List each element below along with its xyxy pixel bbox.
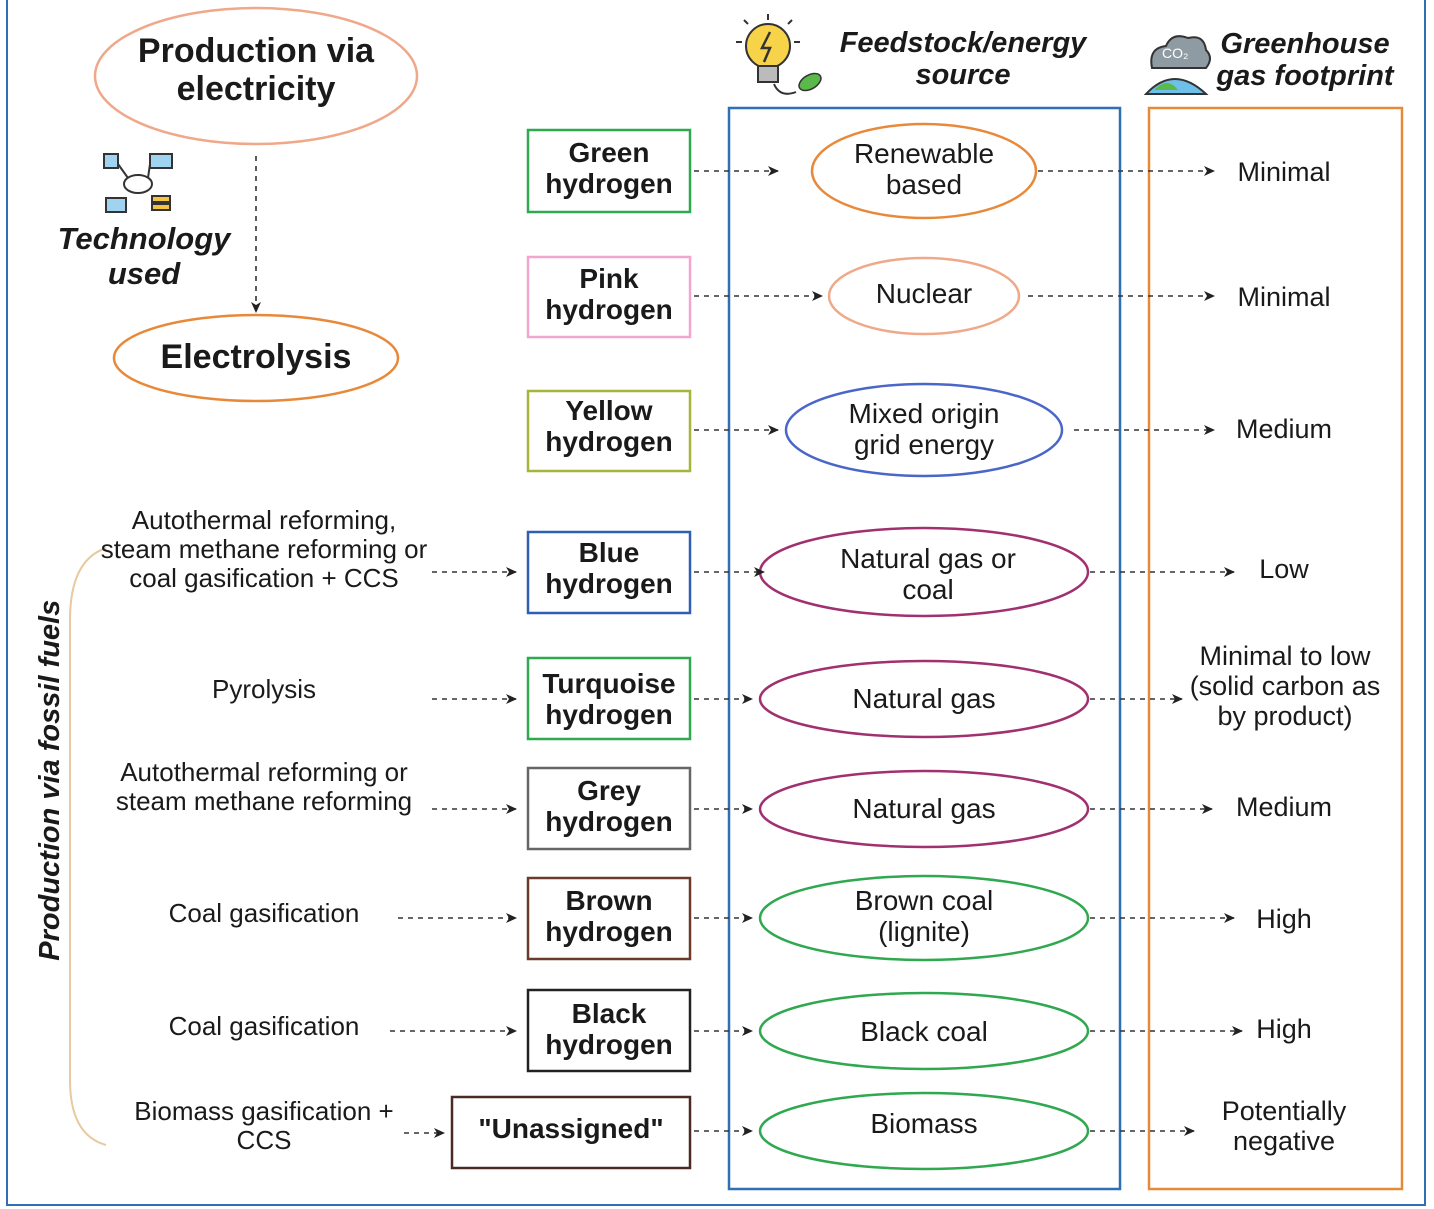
process-label-grey: Autothermal reforming or steam methane r… xyxy=(115,757,413,817)
source-label-nuclear: Nuclear xyxy=(875,278,973,309)
footprint-label-pink: Minimal xyxy=(1237,282,1331,312)
fossil-bracket xyxy=(69,547,107,1146)
footprint-label-unassigned: Potentially negative xyxy=(1221,1096,1347,1157)
electricity-title: Production via electricity xyxy=(137,32,375,109)
hydrogen-label-unassigned: "Unassigned" xyxy=(478,1113,664,1144)
svg-text:CO₂: CO₂ xyxy=(1162,45,1188,61)
source-ellipse-renewable xyxy=(810,122,1038,220)
technology-label: Technology used xyxy=(57,221,231,291)
hydrogen-box-pink xyxy=(526,255,692,339)
electricity-oval xyxy=(93,6,419,146)
footprint-label-turquoise: Minimal to low (solid carbon as by produ… xyxy=(1189,641,1381,732)
ghg-panel xyxy=(1147,106,1404,1191)
hydrogen-label-brown: Brown hydrogen xyxy=(545,885,673,948)
source-ellipse-black-coal xyxy=(758,991,1090,1071)
process-label-black: Coal gasification xyxy=(168,1011,360,1041)
footprint-label-blue: Low xyxy=(1259,554,1309,584)
hydrogen-box-yellow xyxy=(526,389,692,473)
hydrogen-label-turquoise: Turquoise hydrogen xyxy=(542,668,676,731)
source-label-natgas-coal: Natural gas or coal xyxy=(840,543,1016,606)
hydrogen-box-blue xyxy=(526,530,692,615)
source-ellipse-grid xyxy=(784,382,1064,478)
footprint-label-green: Minimal xyxy=(1237,157,1331,187)
process-label-blue: Autothermal reforming, steam methane ref… xyxy=(100,505,428,594)
footprint-label-grey: Medium xyxy=(1235,792,1333,822)
source-ellipse-biomass xyxy=(758,1091,1090,1171)
source-ellipse-natgas-2 xyxy=(758,769,1090,849)
source-label-biomass: Biomass xyxy=(870,1108,978,1139)
hydrogen-label-yellow: Yellow hydrogen xyxy=(545,395,673,458)
process-label-unassigned: Biomass gasification + CCS xyxy=(134,1096,394,1156)
source-label-brown-coal: Brown coal (lignite) xyxy=(854,885,994,948)
hydrogen-label-pink: Pink hydrogen xyxy=(545,263,673,326)
source-ellipse-nuclear xyxy=(827,256,1021,336)
lightbulb-icon xyxy=(736,14,822,95)
source-ellipse-natgas-1 xyxy=(758,659,1090,739)
source-label-natgas-1: Natural gas xyxy=(852,683,996,714)
hydrogen-label-grey: Grey hydrogen xyxy=(545,775,673,838)
hydrogen-box-green xyxy=(526,128,692,214)
co2-earth-icon: CO₂ xyxy=(1143,35,1211,95)
hydrogen-box-turquoise xyxy=(526,656,692,741)
diagram-frame xyxy=(6,0,1426,1206)
hydrogen-label-black: Black hydrogen xyxy=(545,998,673,1061)
footprint-label-brown: High xyxy=(1256,904,1312,934)
source-ellipse-brown-coal xyxy=(758,874,1090,962)
hydrogen-box-brown xyxy=(526,876,692,961)
hydrogen-box-black xyxy=(526,988,692,1073)
network-icon xyxy=(103,153,173,213)
process-label-turquoise: Pyrolysis xyxy=(211,674,316,704)
source-label-renewable: Renewable based xyxy=(853,138,995,201)
source-label-natgas-2: Natural gas xyxy=(852,793,996,824)
hydrogen-box-grey xyxy=(526,766,692,851)
feedstock-header: Feedstock/energy source xyxy=(839,27,1087,92)
feedstock-panel xyxy=(727,106,1122,1191)
fossil-fuels-label: Production via fossil fuels xyxy=(33,599,66,961)
source-label-black-coal: Black coal xyxy=(860,1016,988,1047)
electrolysis-oval xyxy=(112,313,400,403)
process-label-brown: Coal gasification xyxy=(168,898,360,928)
hydrogen-box-unassigned xyxy=(450,1095,692,1170)
hydrogen-label-blue: Blue hydrogen xyxy=(545,537,673,600)
footprint-label-yellow: Medium xyxy=(1235,414,1333,444)
source-label-grid: Mixed origin grid energy xyxy=(848,398,1000,461)
hydrogen-label-green: Green hydrogen xyxy=(545,137,673,200)
ghg-header: Greenhouse gas footprint xyxy=(1216,28,1394,93)
footprint-label-black: High xyxy=(1256,1014,1312,1044)
electrolysis-label: Electrolysis xyxy=(160,338,352,376)
